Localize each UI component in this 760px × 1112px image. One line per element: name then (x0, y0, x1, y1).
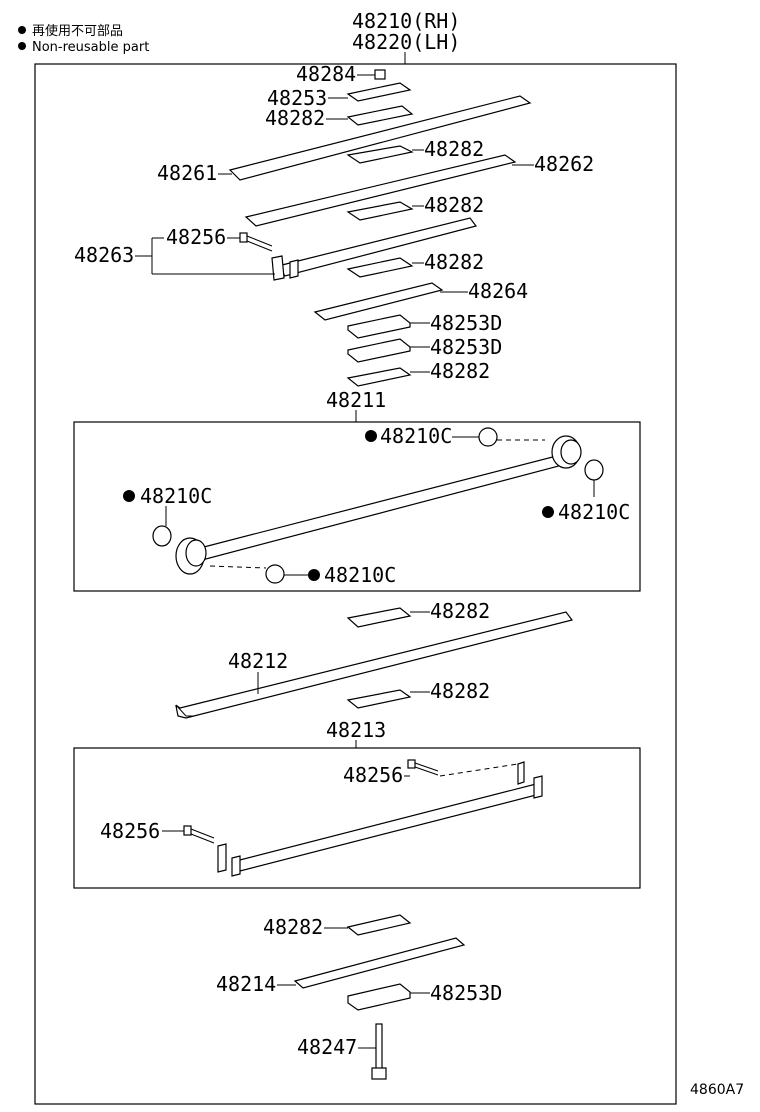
label-48253d-2: 48253D (430, 335, 502, 359)
label-48262: 48262 (534, 152, 594, 176)
label-48253: 48253 (267, 86, 327, 110)
label-48211: 48211 (326, 388, 386, 412)
label-48253d-1: 48253D (430, 311, 502, 335)
non-reusable-icon (123, 490, 135, 502)
label-48264: 48264 (468, 279, 528, 303)
leaf-48214 (293, 937, 466, 989)
label-48282-d: 48282 (424, 250, 484, 274)
pad-48282-h (346, 914, 412, 936)
nut-48284 (374, 69, 386, 80)
label-48282-f: 48282 (430, 599, 490, 623)
label-48263: 48263 (74, 243, 134, 267)
center-bolt-48247 (375, 1023, 383, 1073)
pad-48282-a (346, 105, 414, 126)
leaf-48213 (231, 783, 541, 873)
box-48213 (73, 747, 641, 889)
label-48282-e: 48282 (430, 359, 490, 383)
clip-48213-right (517, 761, 525, 785)
clip-48213-left (217, 843, 227, 873)
leaf-48211 (199, 451, 575, 561)
pad-48253d-2 (347, 338, 411, 363)
label-48210c-2: 48210C (140, 484, 212, 508)
label-48282-g: 48282 (430, 679, 490, 703)
box-48211 (73, 421, 641, 592)
clip-48213-left-b (231, 855, 241, 877)
non-reusable-icon (308, 569, 320, 581)
pad-48253 (346, 82, 412, 102)
bushing-right (584, 459, 604, 481)
clip-48263-side (289, 259, 299, 279)
label-48253d-3: 48253D (430, 981, 502, 1005)
pad-48282-f (346, 607, 412, 628)
legend-japanese: 再使用不可部品 (32, 23, 123, 39)
label-48261: 48261 (157, 161, 217, 185)
bolt-head-48256-c (183, 825, 192, 836)
header-rh: 48210(RH) (352, 9, 460, 33)
clip-48213-right-b (533, 775, 543, 799)
legend-bullet-icon (18, 26, 26, 34)
label-48212: 48212 (228, 649, 288, 673)
pad-48282-b (346, 145, 414, 164)
label-48284: 48284 (296, 62, 356, 86)
label-48210c-4: 48210C (324, 563, 396, 587)
bushing-bottom (265, 564, 285, 584)
label-48282-c: 48282 (424, 193, 484, 217)
leaf-48261 (228, 95, 532, 181)
bushing-left (152, 525, 172, 547)
non-reusable-icon (542, 506, 554, 518)
figure-code: 4860A7 (690, 1082, 744, 1098)
pad-48282-e (346, 367, 412, 387)
main-frame (34, 63, 677, 1105)
non-reusable-icon (365, 430, 377, 442)
bolt-head-48256-b (407, 759, 416, 769)
label-48256-b: 48256 (343, 763, 403, 787)
label-48247: 48247 (297, 1035, 357, 1059)
leaf-48264 (313, 282, 444, 321)
header-lh: 48220(LH) (352, 30, 460, 54)
label-48282-b: 48282 (424, 137, 484, 161)
eye-left-inner (185, 539, 207, 567)
label-48210c-1: 48210C (380, 424, 452, 448)
eye-right-inner (560, 439, 582, 465)
pad-48282-c (346, 201, 414, 221)
bolt-head-48256-a (239, 232, 248, 243)
clip-48263 (271, 255, 285, 281)
leaf-48262 (244, 154, 517, 227)
bushing-top (478, 427, 498, 447)
pad-48253d-1 (347, 314, 411, 339)
label-48213: 48213 (326, 718, 386, 742)
label-48214: 48214 (216, 972, 276, 996)
label-48210c-3: 48210C (558, 500, 630, 524)
pad-48282-g (346, 689, 412, 709)
label-48282-a: 48282 (265, 106, 325, 130)
legend-english: Non-reusable part (32, 40, 149, 55)
leaf-48212 (175, 611, 574, 719)
center-bolt-head-48247 (371, 1067, 387, 1080)
label-48256-c: 48256 (100, 819, 160, 843)
label-48282-h: 48282 (263, 915, 323, 939)
label-48256-a: 48256 (166, 225, 226, 249)
pad-48282-d (346, 257, 414, 278)
pad-48253d-3 (347, 983, 411, 1011)
legend-bullet-icon (18, 42, 26, 50)
